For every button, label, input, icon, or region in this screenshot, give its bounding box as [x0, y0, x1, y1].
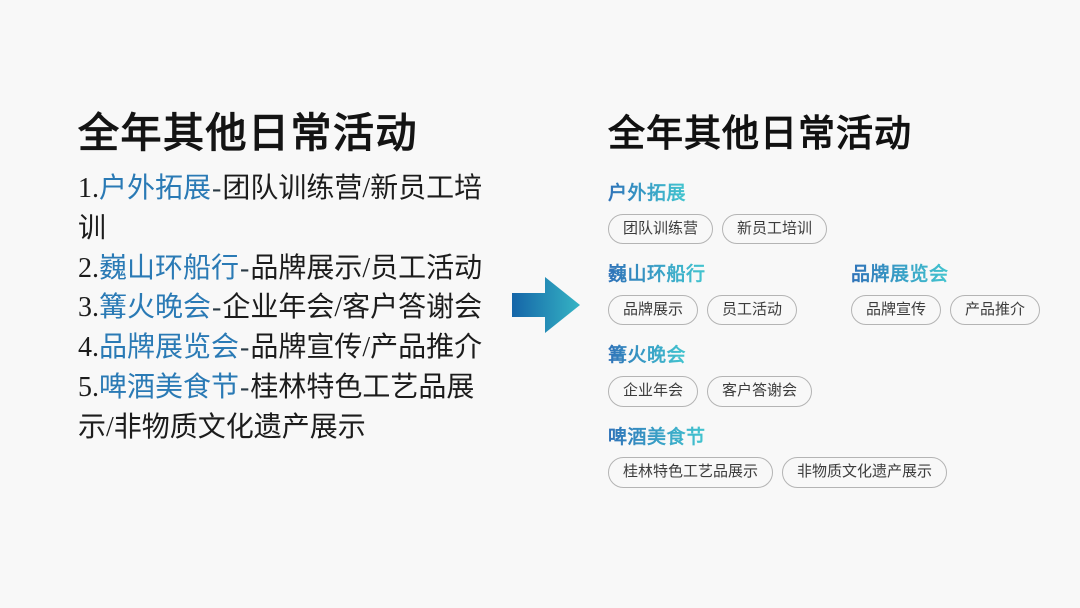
- group-heading: 啤酒美食节: [608, 425, 706, 448]
- tag-row: 品牌展示 员工活动: [608, 295, 798, 326]
- left-panel-list: 1.户外拓展-团队训练营/新员工培训 2.巍山环船行-品牌展示/员工活动 3.篝…: [78, 169, 498, 447]
- list-item: 3.篝火晚会-企业年会/客户答谢会: [78, 288, 498, 328]
- tag-chip[interactable]: 团队训练营: [608, 214, 714, 245]
- group-outdoor-expansion: 户外拓展 团队训练营 新员工培训: [608, 182, 1038, 245]
- tag-row: 品牌宣传 产品推介: [851, 295, 1041, 326]
- group-column: 户外拓展 团队训练营 新员工培训: [608, 182, 828, 245]
- tag-row: 桂林特色工艺品展示 非物质文化遗产展示: [608, 457, 948, 488]
- group-heading: 篝火晚会: [608, 344, 687, 367]
- list-item: 5.啤酒美食节-桂林特色工艺品展示/非物质文化遗产展示: [78, 368, 498, 448]
- list-item-index: 3.: [78, 292, 99, 324]
- list-item-dash: -: [240, 371, 250, 403]
- list-item-detail: 企业年会/客户答谢会: [222, 292, 483, 324]
- list-item-detail: 桂林特色工艺品展示/非物质文化遗产展示: [78, 371, 475, 443]
- left-panel-title: 全年其他日常活动: [78, 110, 418, 156]
- list-item-name: 品牌展览会: [99, 332, 240, 364]
- list-item-index: 4.: [78, 332, 99, 364]
- tag-row: 团队训练营 新员工培训: [608, 214, 828, 245]
- tag-chip[interactable]: 新员工培训: [722, 214, 828, 245]
- list-item-name: 啤酒美食节: [99, 371, 240, 403]
- tag-chip[interactable]: 品牌宣传: [851, 295, 942, 326]
- list-item-index: 2.: [78, 252, 99, 284]
- transform-arrow: [512, 276, 582, 334]
- tag-row: 企业年会 客户答谢会: [608, 376, 813, 407]
- list-item-detail: 品牌展示/员工活动: [250, 252, 483, 284]
- tag-chip[interactable]: 产品推介: [950, 295, 1041, 326]
- right-panel-structured: 全年其他日常活动 户外拓展 团队训练营 新员工培训 巍山环船行 品牌展示: [608, 112, 1041, 507]
- tag-chip[interactable]: 桂林特色工艺品展示: [608, 457, 774, 488]
- group-heading: 巍山环船行: [608, 263, 706, 286]
- list-item-dash: -: [212, 173, 222, 205]
- group-beer-food-festival: 啤酒美食节 桂林特色工艺品展示 非物质文化遗产展示: [608, 426, 1038, 488]
- arrow-right-icon: [512, 277, 580, 333]
- list-item-detail: 团队训练营/新员工培训: [78, 173, 483, 244]
- list-item-name: 巍山环船行: [99, 252, 240, 284]
- group-bonfire-party: 篝火晚会 企业年会 客户答谢会: [608, 344, 1038, 407]
- group-boat-tour-and-brand-expo: 巍山环船行 品牌展示 员工活动 品牌展览会 品牌宣传 产品推介: [608, 263, 1041, 326]
- tag-chip[interactable]: 员工活动: [707, 295, 798, 326]
- list-item-index: 5.: [78, 371, 99, 403]
- list-item-index: 1.: [78, 173, 99, 205]
- tag-chip[interactable]: 企业年会: [608, 376, 699, 407]
- group-column: 品牌展览会 品牌宣传 产品推介: [851, 263, 1041, 326]
- group-heading: 品牌展览会: [851, 263, 949, 286]
- group-column: 啤酒美食节 桂林特色工艺品展示 非物质文化遗产展示: [608, 425, 948, 488]
- list-item-name: 户外拓展: [99, 173, 212, 205]
- tag-chip[interactable]: 非物质文化遗产展示: [782, 457, 948, 488]
- left-panel-original-text: 全年其他日常活动 1.户外拓展-团队训练营/新员工培训 2.巍山环船行-品牌展示…: [78, 110, 498, 447]
- tag-chip[interactable]: 客户答谢会: [707, 376, 813, 407]
- tag-chip[interactable]: 品牌展示: [608, 295, 699, 326]
- list-item-dash: -: [212, 292, 222, 324]
- list-item: 2.巍山环船行-品牌展示/员工活动: [78, 249, 498, 289]
- right-panel-title: 全年其他日常活动: [608, 112, 912, 155]
- group-heading: 户外拓展: [608, 182, 687, 205]
- list-item-name: 篝火晚会: [99, 292, 212, 324]
- group-column: 篝火晚会 企业年会 客户答谢会: [608, 344, 813, 407]
- list-item: 1.户外拓展-团队训练营/新员工培训: [78, 169, 498, 249]
- list-item-dash: -: [240, 252, 250, 284]
- list-item-detail: 品牌宣传/产品推介: [250, 332, 483, 364]
- list-item-dash: -: [240, 332, 250, 364]
- list-item: 4.品牌展览会-品牌宣传/产品推介: [78, 328, 498, 368]
- group-column: 巍山环船行 品牌展示 员工活动: [608, 263, 798, 326]
